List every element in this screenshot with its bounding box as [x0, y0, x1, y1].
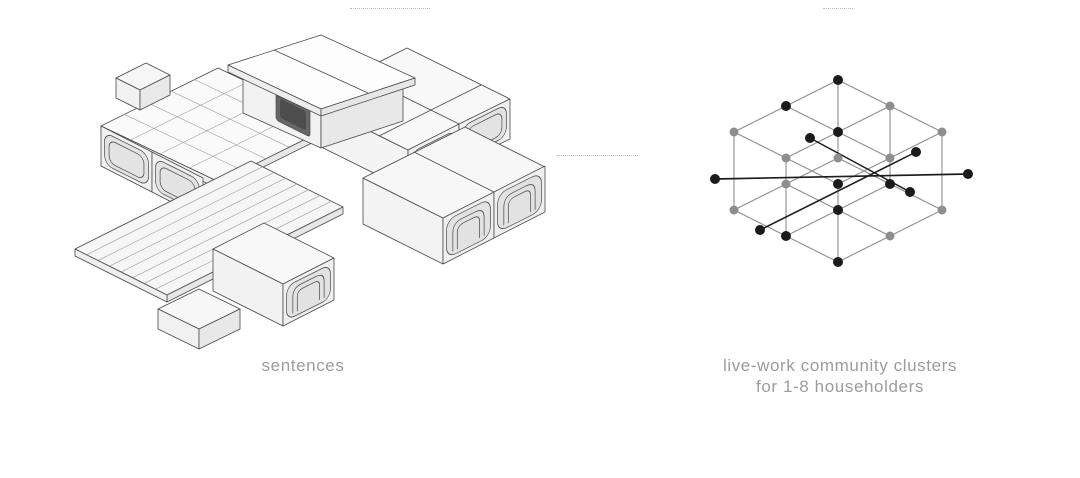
sentences-figure: sentences [58, 18, 548, 418]
lower-right-tube-block [362, 126, 546, 265]
sentences-axonometric-drawing [74, 34, 546, 350]
dotted-guide-top-right [823, 8, 853, 9]
clusters-caption: live-work community clusters for 1-8 hou… [670, 355, 1010, 397]
clusters-caption-line2: for 1-8 householders [756, 377, 924, 396]
cluster-network-svg [710, 75, 973, 267]
center-bottom-module [212, 222, 335, 327]
dotted-guide-middle [556, 155, 638, 156]
base-module [157, 288, 241, 350]
clusters-caption-line1: live-work community clusters [722, 356, 958, 375]
penthouse-module [227, 34, 416, 149]
dotted-guide-top-left [350, 8, 430, 9]
sentences-caption: sentences [261, 356, 345, 375]
clusters-figure: live-work community clusters for 1-8 hou… [670, 52, 1010, 412]
roof-access-box [115, 62, 171, 111]
